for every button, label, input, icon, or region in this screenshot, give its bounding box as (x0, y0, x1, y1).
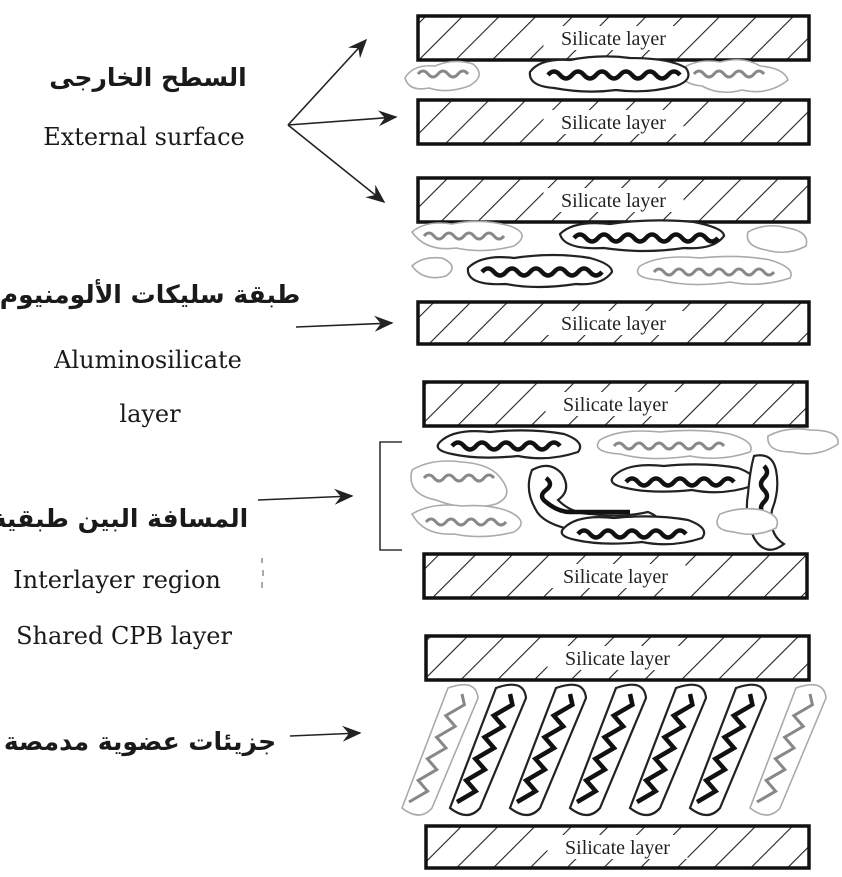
intercalated-molecules-panel-1 (404, 55, 789, 94)
silicate-layer-label: Silicate layer (561, 190, 666, 212)
external-surface-arrows (287, 38, 398, 204)
dashed-mark (261, 558, 264, 588)
silicate-layer-box (416, 98, 811, 146)
silicate-layer-label-bg (543, 110, 684, 134)
interlayer-bracket (379, 441, 402, 551)
silicate-layer: Silicate layer (424, 634, 811, 682)
adsorbed-molecules-arrow (289, 725, 362, 742)
adsorbed-molecule-chain (515, 693, 575, 804)
external-surface-label-ar: السطح الخارجى (49, 63, 247, 93)
aluminosilicate-label-ar: طبقة سليكات الألومنيوم (0, 279, 300, 310)
intercalated-molecules-panel-2 (410, 219, 808, 289)
silicate-layer-label-bg (543, 311, 684, 335)
silicate-layer-label: Silicate layer (565, 837, 670, 859)
tilted-molecules-panel-4 (401, 683, 827, 817)
silicate-layer-label: Silicate layer (561, 28, 666, 50)
aluminosilicate-arrow (295, 315, 394, 332)
adsorbed-molecule-chain (575, 693, 635, 804)
silicate-layer: Silicate layer (416, 300, 811, 346)
silicate-layer-label-bg (545, 564, 686, 588)
silicate-layer: Silicate layer (416, 98, 811, 146)
aluminosilicate-label-en-2: layer (119, 400, 181, 428)
intercalated-molecules-panel-3 (410, 428, 839, 551)
adsorbed-molecule-chain (455, 693, 515, 804)
silicate-layer-label: Silicate layer (561, 112, 666, 134)
silicate-layer-label: Silicate layer (561, 313, 666, 335)
silicate-layer-label: Silicate layer (563, 566, 668, 588)
silicate-layer-label: Silicate layer (563, 394, 668, 416)
adsorbed-molecule-chain (695, 693, 755, 804)
silicate-layer-label-bg (547, 835, 688, 859)
silicate-layer-label: Silicate layer (565, 648, 670, 670)
silicate-layer-label-bg (547, 646, 688, 670)
adsorbed-molecule-chain (635, 693, 695, 804)
adsorbed-molecule-chain (408, 693, 467, 804)
silicate-layer-label-bg (545, 392, 686, 416)
silicate-layer: Silicate layer (416, 14, 811, 62)
interlayer-arrow (257, 488, 354, 505)
interlayer-label-en: Interlayer region (13, 566, 221, 594)
silicate-layer-label-bg (543, 26, 684, 50)
aluminosilicate-label-en: Aluminosilicate (53, 346, 242, 374)
silicate-layer: Silicate layer (422, 552, 809, 600)
external-surface-label-en: External surface (43, 123, 245, 151)
silicate-layer: Silicate layer (422, 380, 809, 428)
silicate-layer: Silicate layer (416, 176, 811, 224)
shared-cpb-label: Shared CPB layer (16, 622, 232, 650)
interlayer-label-ar: المسافة البين طبقية (0, 504, 248, 534)
adsorbed-molecule-chain (756, 693, 815, 804)
silicate-layer-label-bg (543, 188, 684, 212)
adsorbed-molecules-label-ar: جزيئات عضوية مدمصة (4, 727, 276, 757)
silicate-layer: Silicate layer (424, 824, 811, 870)
